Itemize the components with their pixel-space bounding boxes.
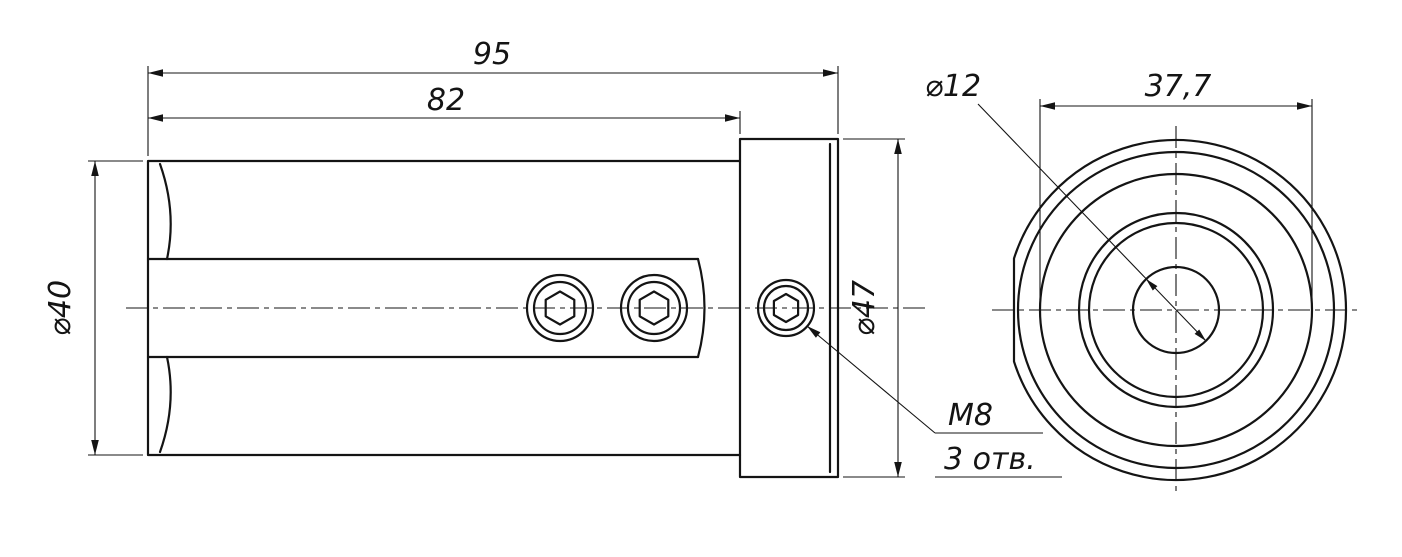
hex-socket-icon [544,290,576,326]
dim-82-text: 82 [427,83,465,118]
arrowhead [91,161,99,176]
extension-lines [147,66,839,156]
hex-socket-icon [772,292,800,324]
flange-chamfer-circle [1016,150,1336,470]
flat-runout-left [158,162,172,454]
extension-lines [843,138,905,478]
side-view: 95 82 ⌀40 ⌀47 [43,37,1062,479]
arrowhead [807,326,821,338]
flange-set-screw [756,278,816,338]
callout-shelf-lines [935,432,1062,478]
leader-line [977,103,1207,342]
end-view: 37,7 ⌀12 [925,69,1360,494]
arrowhead [894,462,902,477]
dimension-flange-diameter: ⌀47 [843,138,905,478]
set-screw-2 [619,273,689,343]
arrowhead [91,440,99,455]
dim-40-text: ⌀40 [43,280,78,336]
arrowhead [148,114,163,122]
counterbore-chamfer-circle [1087,221,1265,399]
arrowhead [725,114,740,122]
center-crosshair [992,126,1360,494]
arrowhead [1040,102,1055,110]
set-screw-1 [525,273,595,343]
flat-runout-right [696,257,706,359]
flange-circle-with-flat [1012,138,1348,482]
arrowhead [1297,102,1312,110]
dim-377-text: 37,7 [1145,69,1212,104]
body-outline [146,159,742,457]
extension-lines [88,160,143,456]
thread-size-text: M8 [948,398,993,433]
arrowhead [148,69,163,77]
leader-line [806,325,936,434]
thread-callout-m8: M8 3 отв. [806,325,1062,478]
screw-inner-circle [762,284,810,332]
dimension-overall-length: 95 [147,37,839,156]
arrowhead [823,69,838,77]
dim-12-text: ⌀12 [925,69,981,104]
screw-outer-circle [619,273,689,343]
dimension-bore-diameter: ⌀12 [925,69,1207,342]
hex-socket-icon [638,290,670,326]
dimension-face-diameter: 37,7 [1039,69,1313,300]
bore-circle [1131,265,1221,355]
screw-outer-circle [756,278,816,338]
arrowhead [894,139,902,154]
dimension-body-length: 82 [148,83,741,134]
arrowhead [1194,329,1206,341]
flange-outline [738,137,840,479]
face-circle [1038,172,1314,448]
extension-lines [1039,99,1313,300]
screw-outer-circle [525,273,595,343]
dim-95-text: 95 [473,37,511,72]
dimension-body-diameter: ⌀40 [43,160,143,456]
hole-count-text: 3 отв. [944,442,1036,477]
screw-inner-circle [626,280,682,336]
dim-47-text: ⌀47 [847,280,882,336]
arrowhead [1146,279,1158,291]
counterbore-circle [1077,211,1275,409]
screw-inner-circle [532,280,588,336]
body-flat-edges [146,257,700,359]
